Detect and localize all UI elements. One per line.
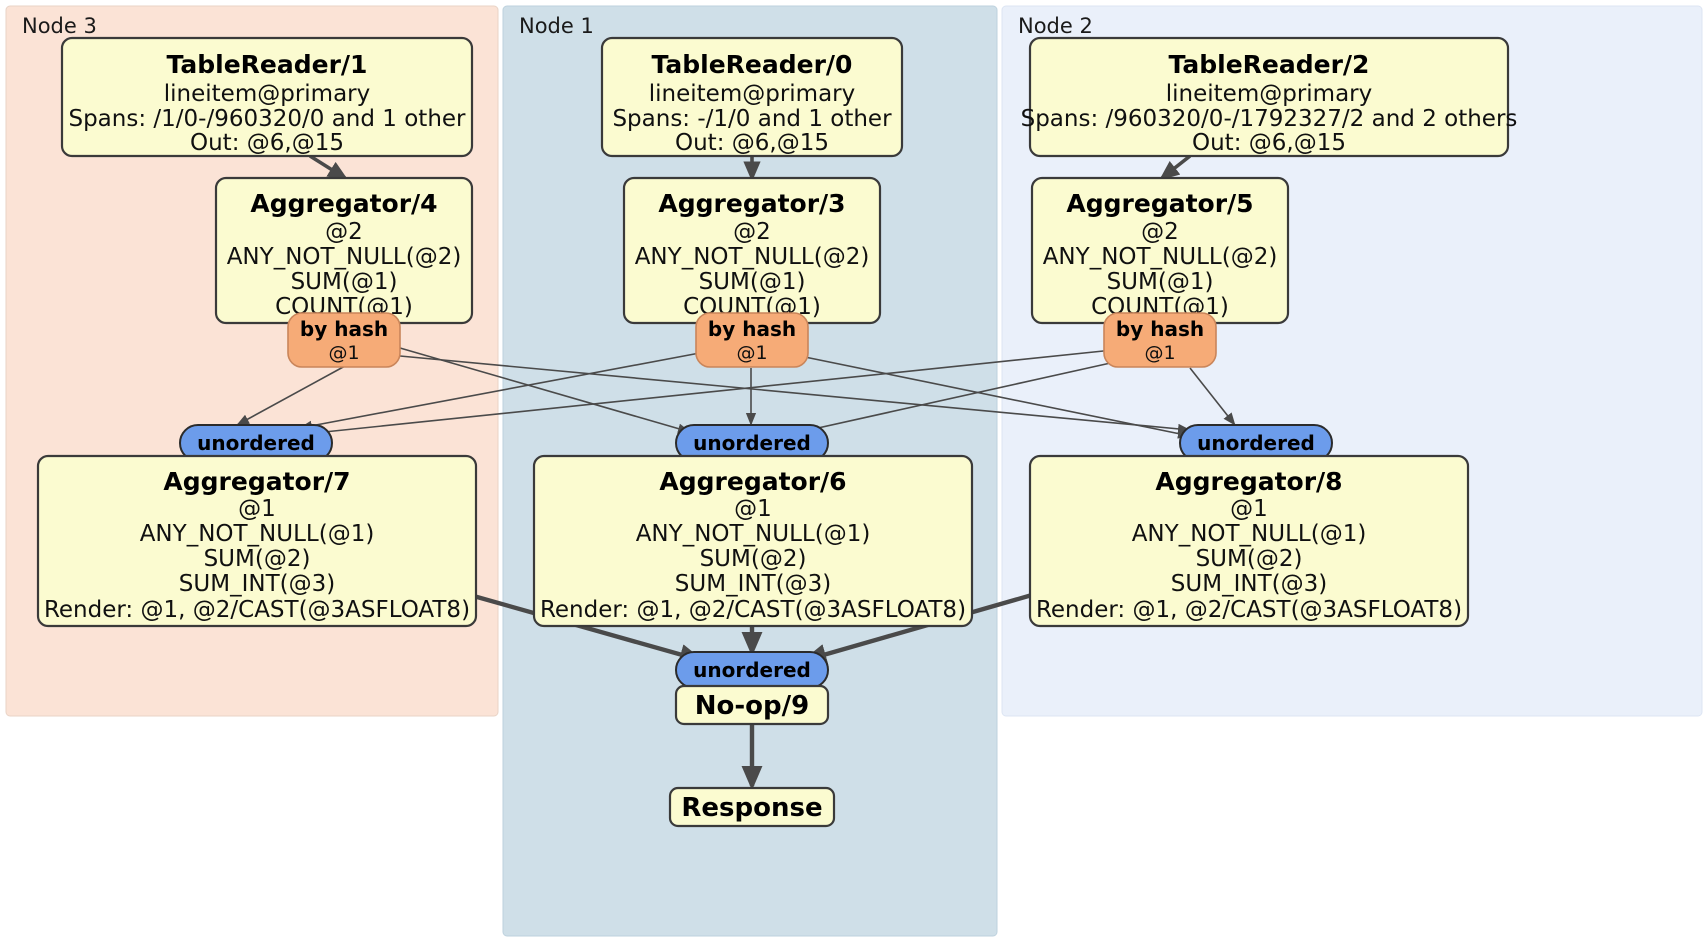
processor-aggregator-4[interactable]: Aggregator/4 @2 ANY_NOT_NULL(@2) SUM(@1)… — [214, 176, 474, 325]
aggregator-3-line-0: @2 — [733, 219, 771, 245]
edge-final-group — [469, 592, 1033, 665]
router-by-hash-right[interactable]: by hash @1 — [1103, 312, 1217, 368]
aggregator-8-line-1: ANY_NOT_NULL(@1) — [1132, 521, 1367, 547]
aggregator-5-title: Aggregator/5 — [1066, 189, 1253, 218]
table-reader-0-line-1: Spans: -/1/0 and 1 other — [612, 106, 892, 132]
processor-table-reader-1[interactable]: TableReader/1 lineitem@primary Spans: /1… — [60, 36, 474, 158]
panel-node3-label: Node 3 — [22, 14, 97, 38]
response-title: Response — [681, 793, 822, 823]
panel-node2-label: Node 2 — [1018, 14, 1093, 38]
table-reader-0-title: TableReader/0 — [652, 50, 853, 79]
processor-noop-9[interactable]: No-op/9 — [674, 684, 830, 726]
table-reader-0-line-2: Out: @6,@15 — [675, 130, 829, 156]
aggregator-4-title: Aggregator/4 — [250, 189, 437, 218]
processor-aggregator-7[interactable]: Aggregator/7 @1 ANY_NOT_NULL(@1) SUM(@2)… — [36, 454, 478, 628]
sync-unordered-left[interactable]: unordered — [179, 424, 333, 462]
aggregator-7-line-0: @1 — [238, 496, 276, 522]
by-hash-left-sub: @1 — [328, 342, 359, 364]
unordered-center-label: unordered — [693, 431, 811, 455]
table-reader-1-line-1: Spans: /1/0-/960320/0 and 1 other — [68, 106, 466, 132]
edge-tr2-to-agg5 — [1159, 154, 1192, 181]
table-reader-0-line-0: lineitem@primary — [649, 81, 855, 107]
aggregator-4-line-0: @2 — [325, 219, 363, 245]
table-reader-2-line-2: Out: @6,@15 — [1192, 130, 1346, 156]
edge-shuffle-group — [236, 347, 1236, 439]
router-by-hash-left[interactable]: by hash @1 — [287, 312, 401, 368]
aggregator-6-line-3: SUM_INT(@3) — [675, 571, 831, 597]
by-hash-left-label: by hash — [300, 317, 388, 341]
by-hash-right-sub: @1 — [1144, 342, 1175, 364]
by-hash-right-label: by hash — [1116, 317, 1204, 341]
aggregator-7-line-4: Render: @1, @2/CAST(@3ASFLOAT8) — [44, 597, 470, 623]
aggregator-5-line-0: @2 — [1141, 219, 1179, 245]
aggregator-5-line-1: ANY_NOT_NULL(@2) — [1043, 244, 1278, 270]
processor-table-reader-2[interactable]: TableReader/2 lineitem@primary Spans: /9… — [1021, 36, 1518, 158]
aggregator-7-line-2: SUM(@2) — [204, 546, 311, 572]
aggregator-8-line-2: SUM(@2) — [1196, 546, 1303, 572]
by-hash-center-sub: @1 — [736, 342, 767, 364]
table-reader-1-line-2: Out: @6,@15 — [190, 130, 344, 156]
aggregator-3-line-2: SUM(@1) — [699, 269, 806, 295]
table-reader-2-title: TableReader/2 — [1169, 50, 1370, 79]
aggregator-6-title: Aggregator/6 — [659, 467, 846, 496]
aggregator-7-title: Aggregator/7 — [163, 467, 350, 496]
edge-tr1-to-agg4 — [309, 154, 349, 180]
noop-9-title: No-op/9 — [695, 691, 809, 721]
sync-unordered-center[interactable]: unordered — [675, 424, 829, 462]
processor-aggregator-8[interactable]: Aggregator/8 @1 ANY_NOT_NULL(@1) SUM(@2)… — [1028, 454, 1470, 628]
aggregator-7-line-1: ANY_NOT_NULL(@1) — [140, 521, 375, 547]
aggregator-8-line-0: @1 — [1230, 496, 1268, 522]
sync-unordered-right[interactable]: unordered — [1179, 424, 1333, 462]
table-reader-1-title: TableReader/1 — [167, 50, 368, 79]
table-reader-2-line-1: Spans: /960320/0-/1792327/2 and 2 others — [1021, 106, 1518, 132]
aggregator-6-line-2: SUM(@2) — [700, 546, 807, 572]
processor-aggregator-6[interactable]: Aggregator/6 @1 ANY_NOT_NULL(@1) SUM(@2)… — [532, 454, 974, 628]
panel-node1-label: Node 1 — [519, 14, 594, 38]
processor-aggregator-5[interactable]: Aggregator/5 @2 ANY_NOT_NULL(@2) SUM(@1)… — [1030, 176, 1290, 325]
processor-table-reader-0[interactable]: TableReader/0 lineitem@primary Spans: -/… — [600, 36, 904, 158]
sync-unordered-final[interactable]: unordered — [675, 651, 829, 689]
aggregator-6-line-4: Render: @1, @2/CAST(@3ASFLOAT8) — [540, 597, 966, 623]
aggregator-3-title: Aggregator/3 — [658, 189, 845, 218]
table-reader-1-line-0: lineitem@primary — [164, 81, 370, 107]
aggregator-6-line-1: ANY_NOT_NULL(@1) — [636, 521, 871, 547]
table-reader-2-line-0: lineitem@primary — [1166, 81, 1372, 107]
aggregator-7-line-3: SUM_INT(@3) — [179, 571, 335, 597]
aggregator-8-title: Aggregator/8 — [1155, 467, 1342, 496]
aggregator-6-line-0: @1 — [734, 496, 772, 522]
router-by-hash-center[interactable]: by hash @1 — [695, 312, 809, 368]
aggregator-8-line-3: SUM_INT(@3) — [1171, 571, 1327, 597]
aggregator-4-line-1: ANY_NOT_NULL(@2) — [227, 244, 462, 270]
unordered-right-label: unordered — [1197, 431, 1315, 455]
unordered-final-label: unordered — [693, 658, 811, 682]
aggregator-4-line-2: SUM(@1) — [291, 269, 398, 295]
unordered-left-label: unordered — [197, 431, 315, 455]
by-hash-center-label: by hash — [708, 317, 796, 341]
aggregator-3-line-1: ANY_NOT_NULL(@2) — [635, 244, 870, 270]
processor-aggregator-3[interactable]: Aggregator/3 @2 ANY_NOT_NULL(@2) SUM(@1)… — [622, 176, 882, 325]
aggregator-8-line-4: Render: @1, @2/CAST(@3ASFLOAT8) — [1036, 597, 1462, 623]
processor-response[interactable]: Response — [668, 786, 836, 828]
aggregator-5-line-2: SUM(@1) — [1107, 269, 1214, 295]
